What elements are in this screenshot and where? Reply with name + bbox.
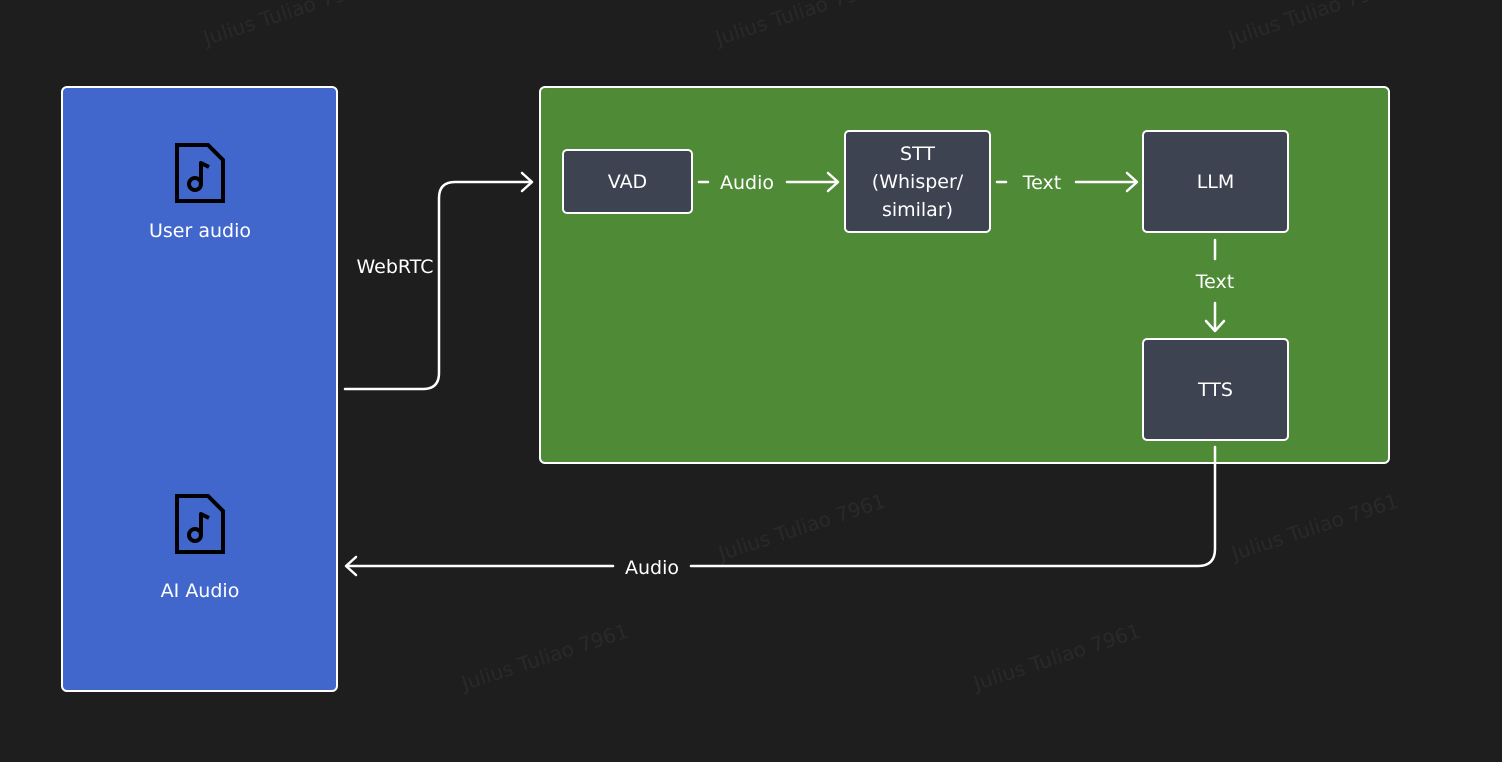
arrowhead — [1204, 319, 1226, 333]
llm-node-label: LLM — [1196, 170, 1235, 193]
stt-node: STT (Whisper/ similar) — [844, 130, 991, 233]
arrowhead — [344, 555, 358, 577]
arrowhead — [826, 171, 840, 193]
edge-tts-to-client — [689, 445, 1217, 568]
edge-label-webrtc: WebRTC — [356, 256, 434, 278]
vad-node: VAD — [562, 149, 693, 214]
tts-node: TTS — [1142, 338, 1289, 441]
edge-label-audio: Audio — [719, 172, 775, 194]
arrowhead — [1125, 171, 1139, 193]
tts-node-label: TTS — [1198, 378, 1233, 401]
stt-node-label: STT (Whisper/ similar) — [871, 142, 964, 221]
ai-audio-label: AI Audio — [160, 580, 240, 602]
llm-node: LLM — [1142, 130, 1289, 233]
edge-label-text: Text — [1195, 271, 1235, 293]
music-file-icon — [175, 494, 225, 554]
edge-label-text: Text — [1022, 172, 1062, 194]
arrowhead — [520, 171, 534, 193]
edge-webrtc — [343, 180, 533, 391]
user-audio-label: User audio — [149, 220, 251, 242]
vad-node-label: VAD — [607, 170, 648, 193]
edge-label-audio: Audio — [624, 557, 680, 579]
music-file-icon — [175, 143, 225, 203]
